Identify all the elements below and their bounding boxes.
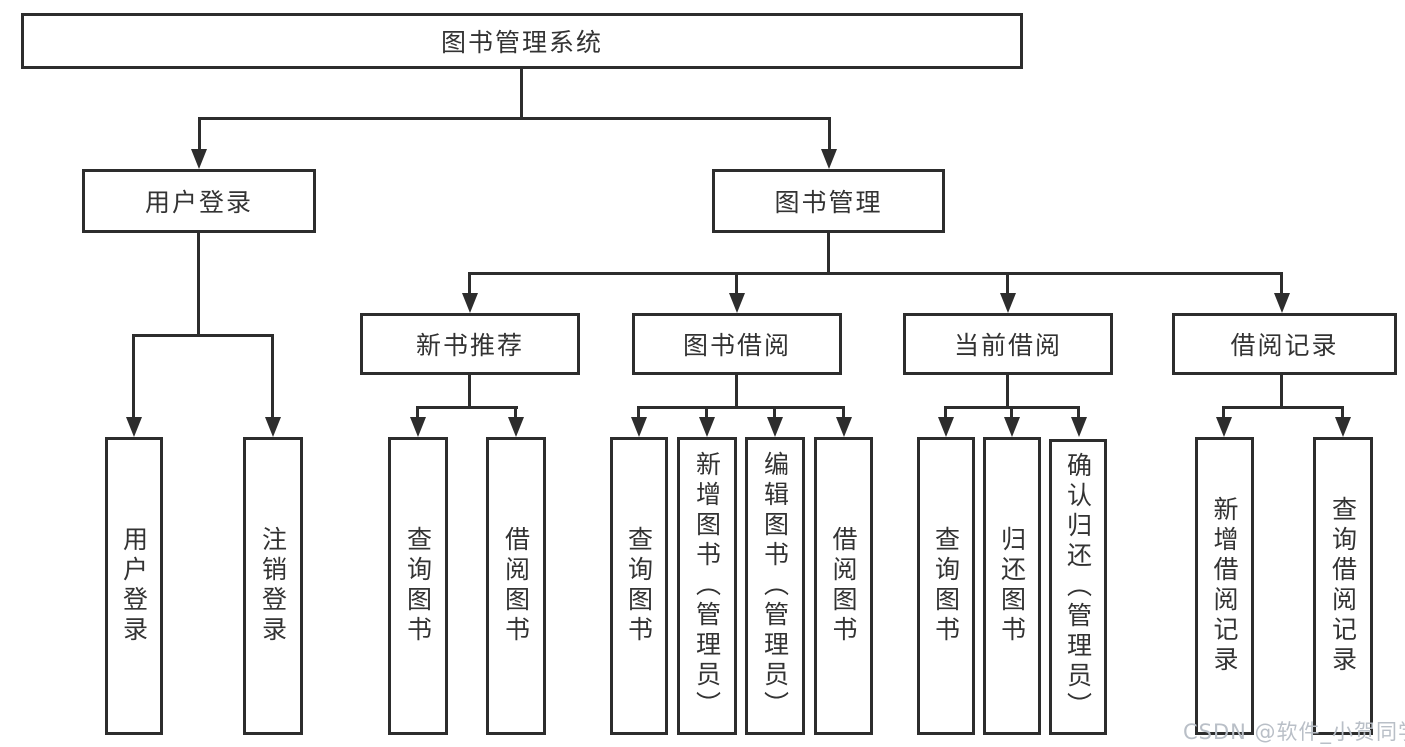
edge-line	[1341, 406, 1344, 420]
edge-line	[198, 117, 201, 153]
arrowhead	[126, 417, 142, 437]
edge-line	[197, 233, 200, 337]
edge-line	[1006, 272, 1009, 296]
edge-line	[520, 69, 523, 120]
arrowhead	[1216, 417, 1232, 437]
edge-line	[1280, 272, 1283, 296]
edge-line	[1222, 406, 1225, 420]
leaf-logout: 注销登录	[243, 437, 303, 735]
leaf-records-query-record: 查询借阅记录	[1313, 437, 1373, 735]
edge-line	[637, 406, 845, 409]
node-root: 图书管理系统	[21, 13, 1023, 69]
arrowhead	[729, 293, 745, 313]
edge-line	[514, 406, 517, 420]
leaf-borrow-add-books-admin: 新增图书（管理员）	[677, 437, 737, 735]
node-book-borrowing: 图书借阅	[632, 313, 842, 375]
arrowhead	[265, 417, 281, 437]
arrowhead	[767, 417, 783, 437]
arrowhead	[1004, 417, 1020, 437]
leaf-borrow-borrow-books: 借阅图书	[814, 437, 873, 735]
arrowhead	[1000, 293, 1016, 313]
edge-line	[637, 406, 640, 420]
arrowhead	[938, 417, 954, 437]
node-book-management: 图书管理	[712, 169, 945, 233]
arrowhead	[1335, 417, 1351, 437]
edge-line	[416, 406, 419, 420]
node-new-book-recommend: 新书推荐	[360, 313, 580, 375]
leaf-records-add-record: 新增借阅记录	[1195, 437, 1254, 735]
arrowhead	[1274, 293, 1290, 313]
edge-line	[1010, 406, 1013, 420]
leaf-newrec-query-books: 查询图书	[388, 437, 448, 735]
leaf-current-query-books: 查询图书	[917, 437, 975, 735]
arrowhead	[508, 417, 524, 437]
edge-line	[944, 406, 947, 420]
leaf-current-return-books: 归还图书	[983, 437, 1041, 735]
edge-line	[1006, 375, 1009, 408]
arrowhead	[631, 417, 647, 437]
edge-line	[468, 272, 471, 296]
csdn-watermark: CSDN @软件_小贺同学	[1183, 720, 1405, 744]
leaf-borrow-edit-books-admin: 编辑图书（管理员）	[745, 437, 805, 735]
leaf-current-confirm-return-admin: 确认归还（管理员）	[1049, 439, 1107, 735]
edge-line	[132, 334, 274, 337]
edge-line	[271, 334, 274, 420]
edge-line	[132, 334, 135, 420]
leaf-borrow-query-books: 查询图书	[610, 437, 668, 735]
node-borrow-records: 借阅记录	[1172, 313, 1397, 375]
edge-line	[828, 117, 831, 153]
edge-line	[842, 406, 845, 420]
arrowhead	[1071, 417, 1087, 437]
edge-line	[468, 375, 471, 408]
arrowhead	[821, 149, 837, 169]
edge-line	[198, 117, 831, 120]
arrowhead	[836, 417, 852, 437]
leaf-user-login: 用户登录	[105, 437, 163, 735]
arrowhead	[191, 149, 207, 169]
leaf-newrec-borrow-books: 借阅图书	[486, 437, 546, 735]
edge-line	[1280, 375, 1283, 408]
edge-line	[735, 272, 738, 296]
arrowhead	[410, 417, 426, 437]
edge-line	[468, 272, 1283, 275]
edge-line	[416, 406, 518, 409]
edge-line	[1077, 406, 1080, 420]
edge-line	[735, 375, 738, 408]
node-current-borrowing: 当前借阅	[903, 313, 1113, 375]
edge-line	[1222, 406, 1344, 409]
arrowhead	[699, 417, 715, 437]
node-user-login: 用户登录	[82, 169, 316, 233]
edge-line	[705, 406, 708, 420]
edge-line	[773, 406, 776, 420]
arrowhead	[462, 293, 478, 313]
edge-line	[827, 233, 830, 275]
